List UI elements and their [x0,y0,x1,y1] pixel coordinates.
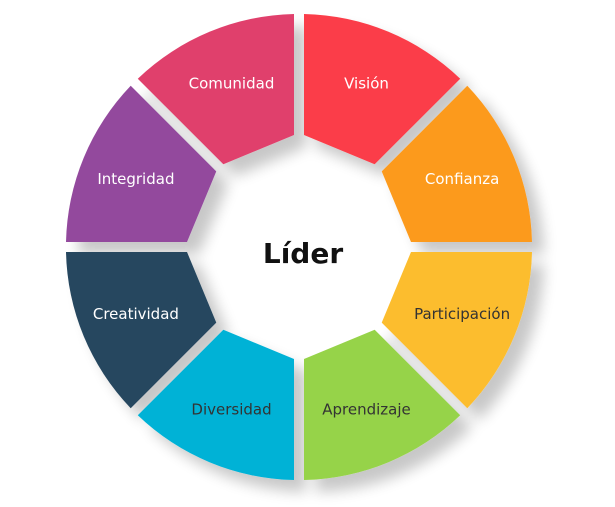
segment-visión [304,14,461,165]
segment-label-comunidad: Comunidad [189,74,275,92]
segment-aprendizaje [304,329,461,480]
segment-label-diversidad: Diversidad [191,401,271,419]
segment-creatividad [66,252,217,409]
segment-diversidad [137,329,294,480]
segment-label-participación: Participación [414,305,510,323]
segment-confianza [381,85,532,242]
segment-label-creatividad: Creatividad [93,305,179,323]
segment-label-confianza: Confianza [425,170,499,188]
segment-label-visión: Visión [344,74,389,92]
segment-label-integridad: Integridad [97,170,174,188]
segment-comunidad [137,14,294,165]
segment-integridad [66,85,217,242]
segment-label-aprendizaje: Aprendizaje [322,401,411,419]
segment-participación [381,252,532,409]
center-label: Líder [263,237,343,270]
wheel-segments [66,14,532,480]
